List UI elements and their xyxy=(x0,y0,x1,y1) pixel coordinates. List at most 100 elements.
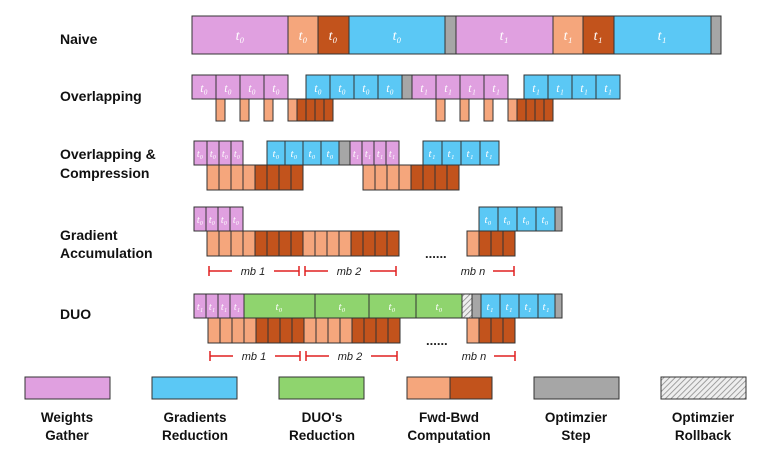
legend-duo-reduction-line2: Reduction xyxy=(289,428,355,443)
ga-mb2-bwd-4 xyxy=(386,230,400,257)
ov-bwd-t1-4 xyxy=(543,98,554,122)
oc-gr-t1-4 xyxy=(479,140,500,166)
ov-bwd-t0-3 xyxy=(314,98,325,122)
duo-gr-t1-2-label: t₁ xyxy=(506,301,513,313)
ov-gr-t1-4-label: t₁ xyxy=(604,81,612,95)
ov-wg-t0-1 xyxy=(191,74,217,100)
legend-gradients-reduction-line1: Gradients xyxy=(163,410,226,425)
duo-gr-t1-3-label: t₁ xyxy=(525,301,532,313)
ga-gr-t0-2-label: t₀ xyxy=(504,214,511,226)
ga-mb1-label: mb 1 xyxy=(241,266,265,278)
duo-mbn-marker xyxy=(494,351,516,361)
ga-wg-t0-2-label: t₀ xyxy=(209,215,216,226)
ov-wg-t1-3 xyxy=(459,74,485,100)
duo-mb2-bwd-3 xyxy=(375,317,389,344)
oc-fwd-t0-2 xyxy=(218,164,232,191)
ov-gr-t1-1 xyxy=(523,74,549,100)
ga-mb1-bwd-2 xyxy=(266,230,280,257)
ga-mb2-bwd-3 xyxy=(374,230,388,257)
ov-gr-t0-4 xyxy=(377,74,403,100)
oc-bwd-t1-3 xyxy=(434,164,448,191)
row-label-overlapping-compression-line1: Overlapping & xyxy=(60,146,156,162)
duo-wg-t1-1-label: t₁ xyxy=(197,302,203,313)
naive-weights-gather-t0-label: t₀ xyxy=(236,29,245,44)
ov-bwd-t0-2 xyxy=(305,98,316,122)
oc-optimizer-step xyxy=(338,140,351,166)
oc-bwd-t1-4 xyxy=(446,164,460,191)
duo-mb2-bwd-4 xyxy=(387,317,401,344)
naive-forward-t0 xyxy=(287,15,319,55)
legend-swatch-forward xyxy=(406,376,451,400)
ov-gr-t1-3 xyxy=(571,74,597,100)
legend-optimizer-rollback-line1: Optimzier xyxy=(672,410,735,425)
legend-optimizer-step-line1: Optimzier xyxy=(545,410,608,425)
ga-mbn-marker xyxy=(493,266,515,276)
ov-gr-t1-1-label: t₁ xyxy=(532,81,540,95)
oc-wg-t1-2-label: t₁ xyxy=(365,149,371,160)
naive-row: t₀ t₀ t₀ t₀ t₁ t₁ t₁ t₁ xyxy=(191,15,722,55)
oc-bwd-t0-4 xyxy=(290,164,304,191)
legend-swatch-backward xyxy=(449,376,493,400)
ga-mb1-fwd-4 xyxy=(242,230,256,257)
ga-mb1-bwd-4 xyxy=(290,230,304,257)
duo-wg-t1-3-label: t₁ xyxy=(221,302,227,313)
legend-optimizer-step-line2: Step xyxy=(561,428,590,443)
ga-mb1-bwd-1 xyxy=(254,230,268,257)
ga-mb2-label: mb 2 xyxy=(337,266,361,278)
ga-mbn-label: mb n xyxy=(461,266,485,278)
oc-fwd-t1-2 xyxy=(374,164,388,191)
ov-gr-t1-3-label: t₁ xyxy=(580,81,588,95)
oc-gr-t1-1-label: t₁ xyxy=(429,148,436,160)
ga-mbn-bwd-1 xyxy=(478,230,492,257)
ov-fwd-t0-4 xyxy=(287,98,298,122)
ov-wg-t1-1-label: t₁ xyxy=(420,81,428,95)
ga-ellipsis: ...... xyxy=(425,246,447,261)
duo-mb1-bwd-4 xyxy=(291,317,305,344)
ga-mb2-fwd-4 xyxy=(338,230,352,257)
ga-mb2-fwd-3 xyxy=(326,230,340,257)
oc-wg-t1-3-label: t₁ xyxy=(377,149,383,160)
naive-forward-t1-label: t₁ xyxy=(564,29,573,44)
legend-fwd-bwd-line1: Fwd-Bwd xyxy=(419,410,479,425)
duo-optimizer-step xyxy=(471,293,482,319)
oc-wg-t1-1-label: t₁ xyxy=(353,149,359,160)
ga-gr-t0-4-label: t₀ xyxy=(542,214,549,226)
duo-mb1-fwd-1 xyxy=(207,317,221,344)
ga-wg-t0-3-label: t₀ xyxy=(221,215,228,226)
duo-mb1-bwd-2 xyxy=(267,317,281,344)
naive-backward-t0 xyxy=(317,15,350,55)
duo-mb2-marker xyxy=(305,351,398,361)
duo-mb1-bwd-3 xyxy=(279,317,293,344)
ga-mb1-bwd-3 xyxy=(278,230,292,257)
naive-backward-t0-label: t₀ xyxy=(329,29,338,44)
ga-mb2-marker xyxy=(304,266,397,276)
ov-gr-t0-2 xyxy=(329,74,355,100)
duo-mb2-fwd-3 xyxy=(327,317,341,344)
ga-mb1-fwd-1 xyxy=(206,230,220,257)
duo-gr-t1-4-label: t₁ xyxy=(543,301,550,313)
duo-mb1-fwd-3 xyxy=(231,317,245,344)
ov-gr-t1-2 xyxy=(547,74,573,100)
oc-fwd-t0-1 xyxy=(206,164,220,191)
ov-wg-t0-4 xyxy=(263,74,289,100)
ov-wg-t0-2-label: t₀ xyxy=(224,81,232,95)
duo-mb1-label: mb 1 xyxy=(242,351,266,363)
naive-weights-gather-t0 xyxy=(191,15,289,55)
oc-bwd-t0-1 xyxy=(254,164,268,191)
naive-weights-gather-t1-label: t₁ xyxy=(500,29,509,44)
duo-row: t₁ t₁ t₁ t₁ t₀ t₀ t₀ t₀ t₁ t₁ t₁ t₁ xyxy=(193,293,563,363)
duo-reduction-t0-4-label: t₀ xyxy=(436,301,443,313)
oc-gr-t1-3-label: t₁ xyxy=(467,148,474,160)
naive-forward-t1 xyxy=(552,15,584,55)
oc-fwd-t1-3 xyxy=(386,164,400,191)
row-label-gradient-accumulation-line1: Gradient xyxy=(60,227,118,243)
legend-weights-gather-line1: Weights xyxy=(41,410,93,425)
duo-ellipsis: ...... xyxy=(426,333,448,348)
legend-swatch-optimizer-rollback xyxy=(660,376,747,400)
oc-bwd-t1-2 xyxy=(422,164,436,191)
ga-mb2-fwd-2 xyxy=(314,230,328,257)
naive-backward-t1 xyxy=(582,15,615,55)
oc-gr-t0-2-label: t₀ xyxy=(291,148,298,160)
ga-mb2-bwd-2 xyxy=(362,230,376,257)
